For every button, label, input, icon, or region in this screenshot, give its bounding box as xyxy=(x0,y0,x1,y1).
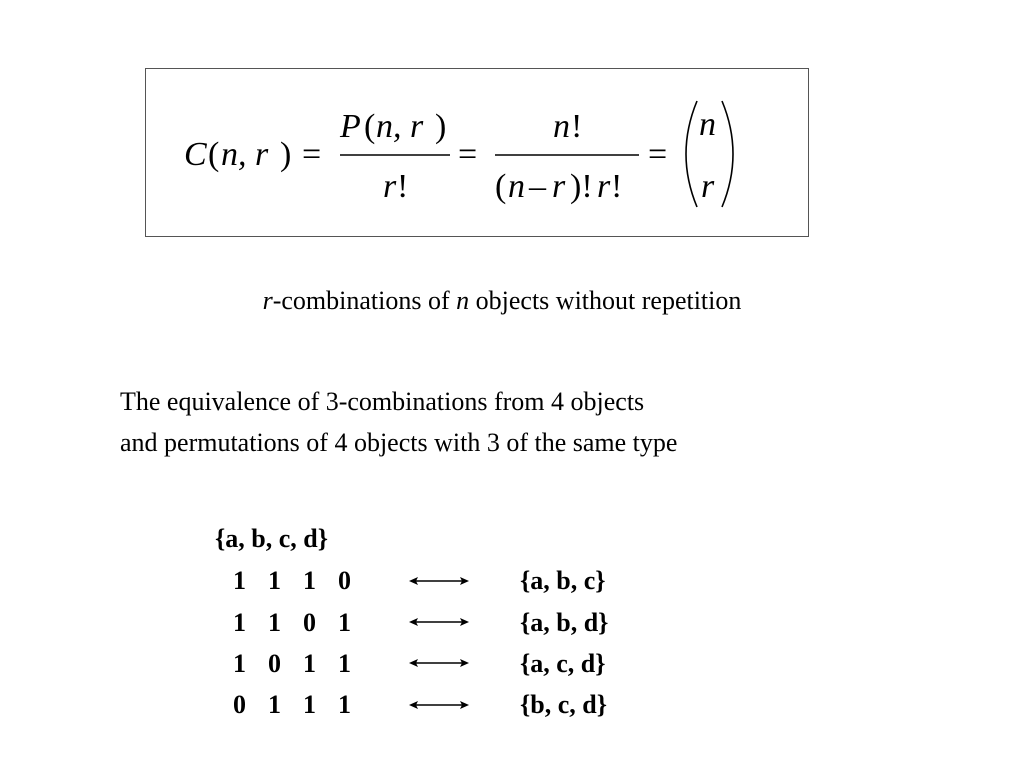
subtitle: r-combinations of n objects without repe… xyxy=(0,286,1004,316)
subtitle-var-n: n xyxy=(456,286,470,315)
bit: 1 xyxy=(303,690,316,719)
binomial-top: n xyxy=(699,106,716,143)
description: The equivalence of 3-combinations from 4… xyxy=(120,381,677,463)
frac2-num-bang: ! xyxy=(571,108,582,145)
bit: 1 xyxy=(268,566,281,595)
subset-row-1: {a, b, c} xyxy=(520,566,606,595)
equals-sign-2: = xyxy=(458,136,477,173)
frac1-num-args: n, r xyxy=(376,108,424,145)
double-headed-arrow-icon xyxy=(409,618,469,626)
bit: 1 xyxy=(233,649,246,678)
bit: 1 xyxy=(303,649,316,678)
lhs-close-paren: ) xyxy=(280,136,291,173)
bit: 1 xyxy=(338,608,351,637)
frac2-den-open: ( xyxy=(495,168,506,205)
binomial-left-paren xyxy=(685,100,698,208)
frac1-num-close: ) xyxy=(435,108,446,145)
frac2-den-minus: – xyxy=(528,168,547,205)
bit: 1 xyxy=(268,608,281,637)
formula-box: C ( n, r ) = P ( n, r ) r ! = n ! ( n – … xyxy=(145,68,809,237)
frac1-den-var: r xyxy=(383,168,397,205)
lhs-function: C xyxy=(184,136,207,173)
bit: 0 xyxy=(338,566,351,595)
bit: 1 xyxy=(233,566,246,595)
subtitle-end: objects without repetition xyxy=(469,286,742,315)
bit: 1 xyxy=(338,649,351,678)
subtitle-var-r: r xyxy=(262,286,273,315)
bit: 0 xyxy=(303,608,316,637)
double-headed-arrow-icon xyxy=(409,659,469,667)
subset-row-3: {a, c, d} xyxy=(520,649,606,678)
description-line-1: The equivalence of 3-combinations from 4… xyxy=(120,387,645,416)
frac2-num-var: n xyxy=(553,108,570,145)
bit: 1 xyxy=(268,690,281,719)
subset-row-2: {a, b, d} xyxy=(520,608,609,637)
frac2-den-close-bang: )! xyxy=(570,168,593,205)
frac2-den-r: r xyxy=(552,168,566,205)
lhs-args: n, r xyxy=(221,136,269,173)
bit: 0 xyxy=(268,649,281,678)
frac2-den-r2: r xyxy=(597,168,611,205)
description-line-2: and permutations of 4 objects with 3 of … xyxy=(120,428,678,457)
frac2-den-n: n xyxy=(508,168,525,205)
bit: 1 xyxy=(303,566,316,595)
bit: 1 xyxy=(233,608,246,637)
lhs-open-paren: ( xyxy=(208,136,219,173)
frac1-num-function: P xyxy=(339,108,361,145)
equals-sign-1: = xyxy=(302,136,321,173)
combination-formula: C ( n, r ) = P ( n, r ) r ! = n ! ( n – … xyxy=(184,100,734,208)
frac1-den-bang: ! xyxy=(397,168,408,205)
frac1-num-open: ( xyxy=(364,108,375,145)
equals-sign-3: = xyxy=(648,136,667,173)
set-header: {a, b, c, d} xyxy=(215,524,328,553)
double-headed-arrow-icon xyxy=(409,577,469,585)
subtitle-middle: -combinations of xyxy=(272,286,457,315)
subset-row-4: {b, c, d} xyxy=(520,690,607,719)
bit: 1 xyxy=(338,690,351,719)
bit: 0 xyxy=(233,690,246,719)
binomial-right-paren xyxy=(721,100,734,208)
frac2-den-bang: ! xyxy=(611,168,622,205)
double-headed-arrow-icon xyxy=(409,701,469,709)
binomial-bottom: r xyxy=(701,168,715,205)
